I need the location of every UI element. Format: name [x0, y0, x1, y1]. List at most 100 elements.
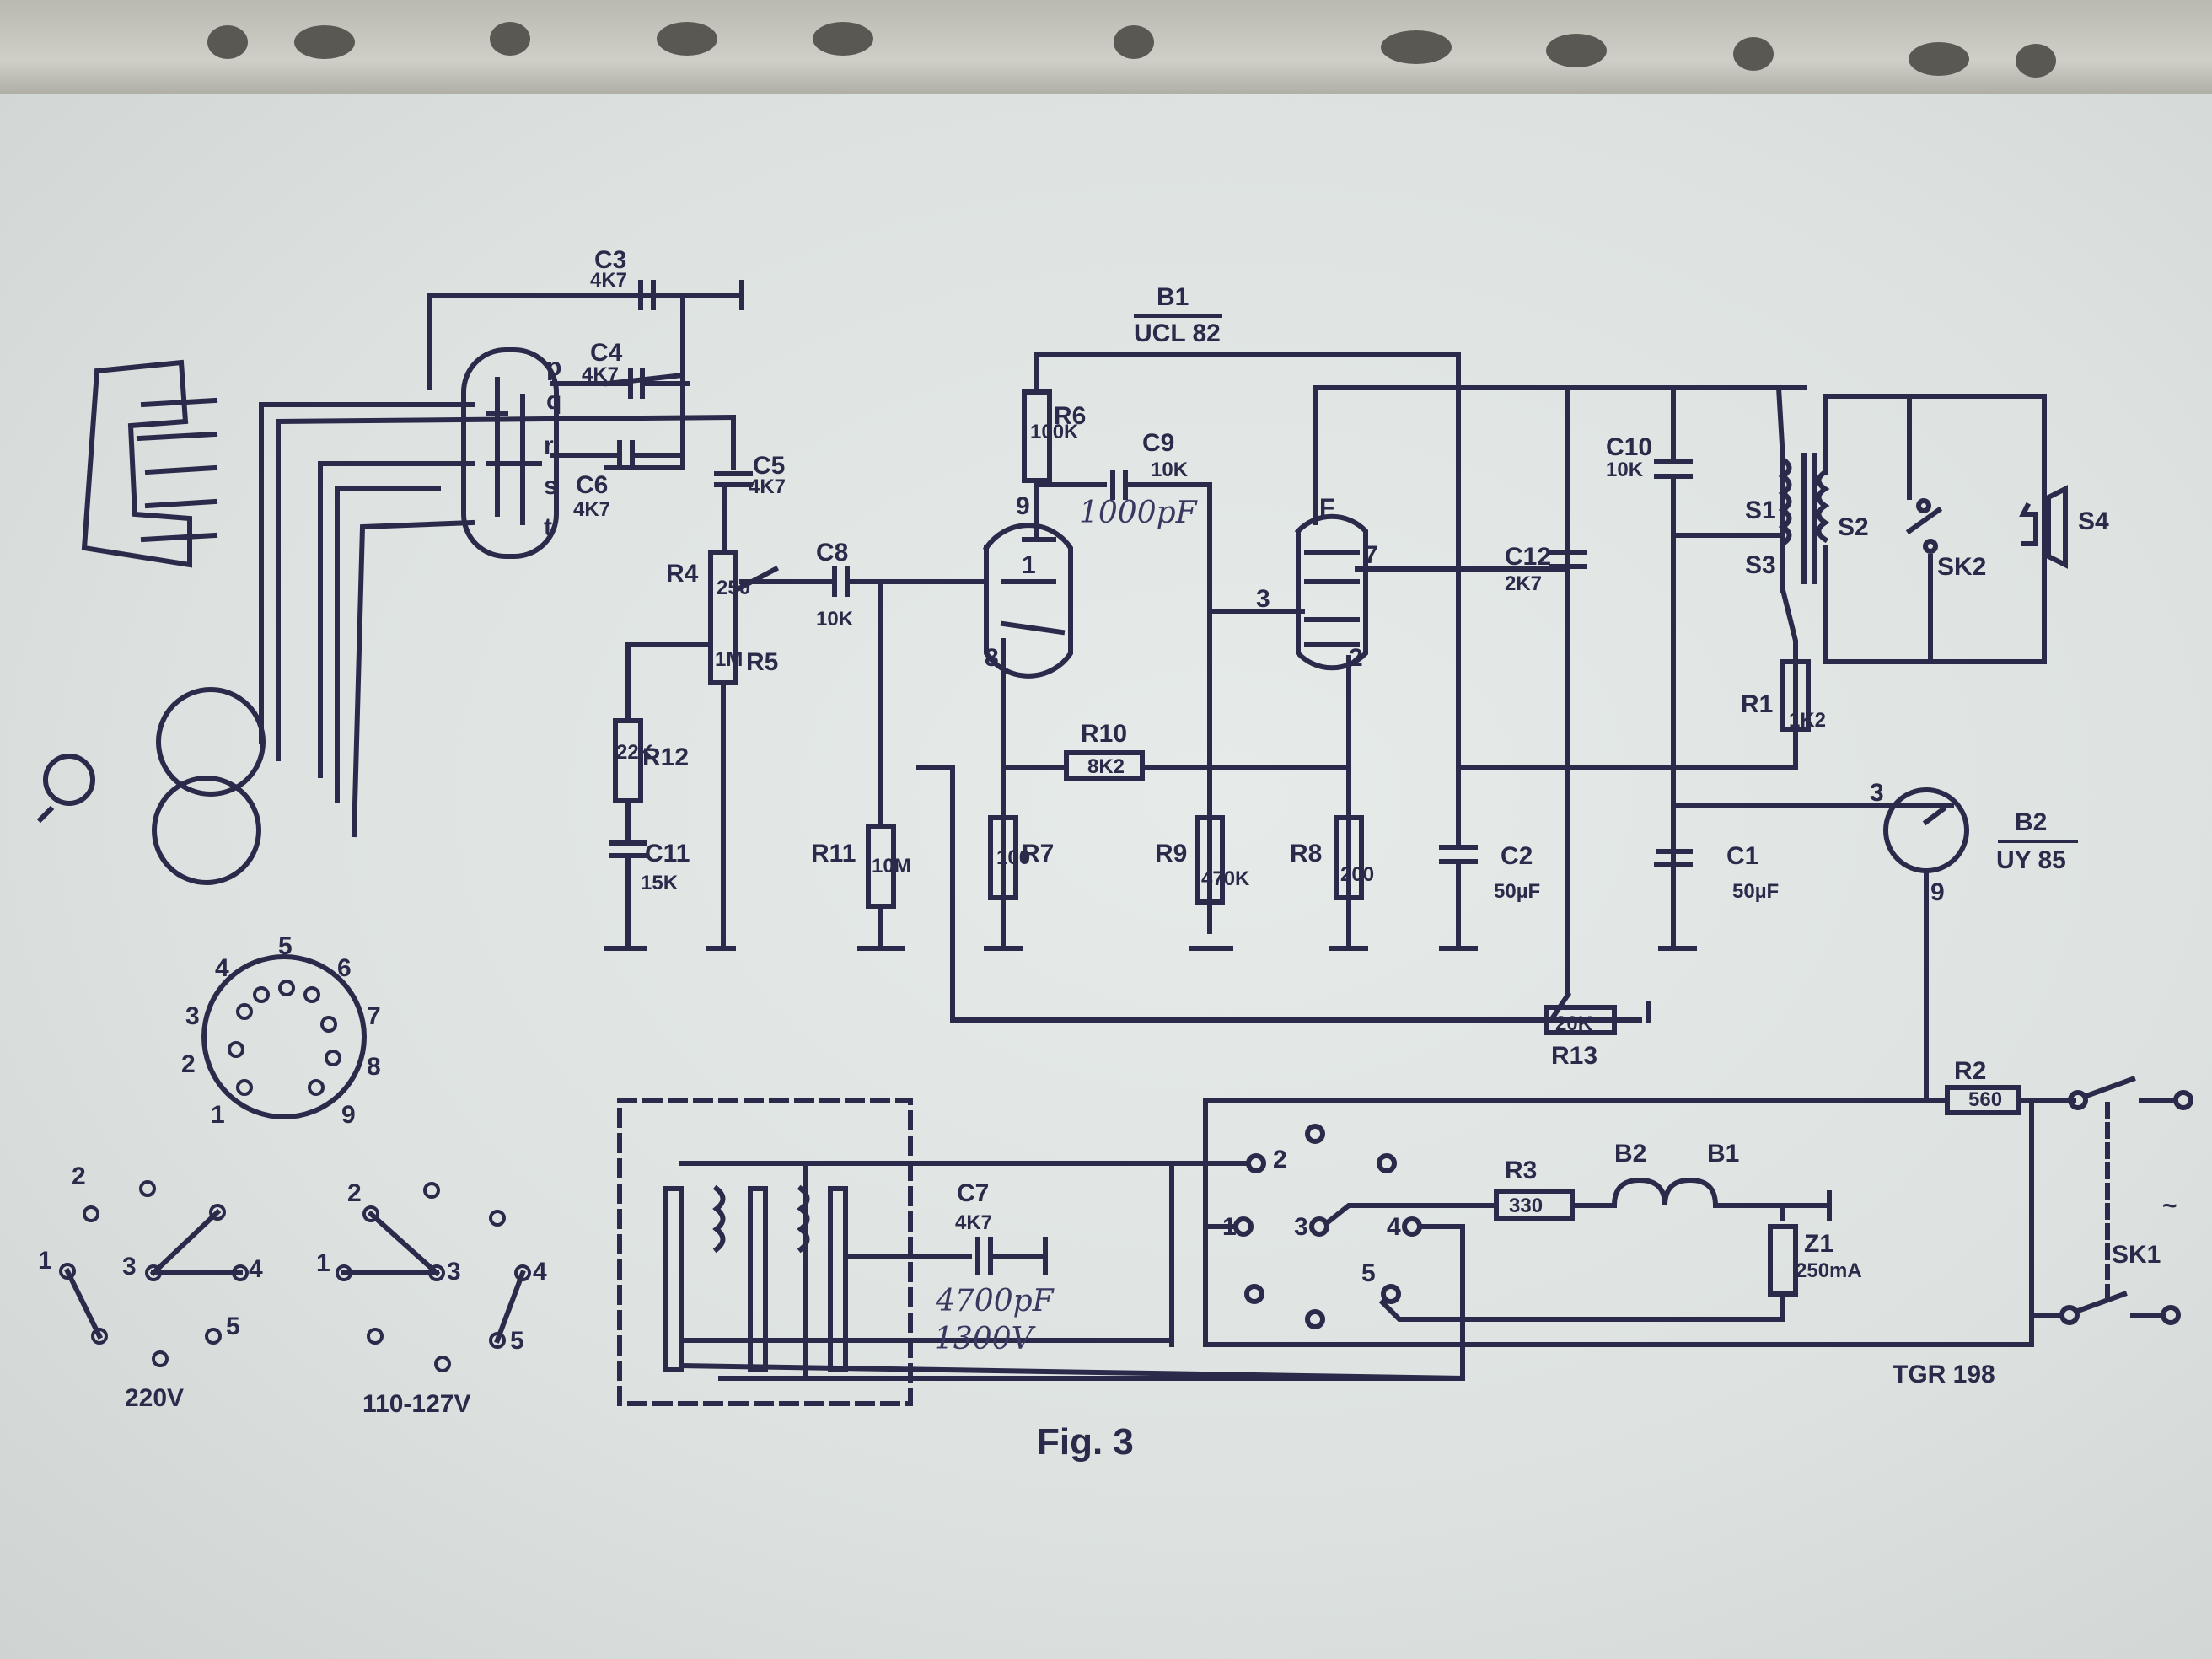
socket-pin-7: 7 — [367, 1002, 381, 1030]
c9-value: 10K — [1151, 459, 1189, 481]
sel-pin-2: 2 — [1273, 1146, 1287, 1173]
c2-label: C2 — [1501, 842, 1533, 870]
b1p-pin-plate: 7 — [1364, 541, 1378, 569]
r12-value: 22K — [616, 741, 654, 764]
c7-label: C7 — [957, 1179, 989, 1207]
r13-label: R13 — [1551, 1042, 1597, 1070]
r1-value: 1K2 — [1789, 709, 1826, 732]
socket-pin-2: 2 — [181, 1050, 196, 1078]
s1-label: S1 — [1745, 497, 1776, 524]
socket-pin-3: 3 — [185, 1002, 200, 1030]
sheet-protector-top — [0, 0, 2212, 101]
drawing-code: TGR 198 — [1893, 1361, 1995, 1388]
output-transformer — [1775, 384, 2068, 732]
r7-label: R7 — [1022, 840, 1054, 867]
r13-value: 20K — [1555, 1012, 1593, 1035]
c5-value: 4K7 — [749, 475, 786, 498]
punch-holes — [207, 22, 2056, 78]
socket-pin-8: 8 — [367, 1053, 381, 1081]
sel110-pin-5: 5 — [510, 1327, 524, 1355]
preamp-stage — [773, 352, 1461, 951]
b2-name: B2 — [2015, 808, 2047, 836]
selector-220v — [59, 1180, 249, 1367]
b1p-pin-cathode: 2 — [1349, 644, 1363, 672]
rectifier-tube — [1873, 787, 1969, 1103]
c1-label: C1 — [1726, 842, 1758, 870]
sk2-label: SK2 — [1937, 553, 1986, 581]
socket-pin-1: 1 — [211, 1101, 225, 1129]
r2-value: 560 — [1968, 1088, 2002, 1111]
sel220-pin-2: 2 — [72, 1162, 86, 1190]
r6-value: 100K — [1030, 421, 1079, 443]
c4-value: 4K7 — [582, 363, 619, 386]
c1-value: 50µF — [1732, 880, 1779, 903]
b1p-pin-grid: 3 — [1256, 585, 1270, 613]
selector-and-filaments — [718, 1124, 1832, 1381]
r4-value: 250 — [717, 577, 750, 599]
z1-label: Z1 — [1804, 1230, 1833, 1258]
tube-socket-pinout — [201, 954, 367, 1119]
selector-110v — [336, 1182, 531, 1372]
s2-label: S2 — [1838, 513, 1869, 541]
s3-label: S3 — [1745, 551, 1776, 579]
r4-label: R4 — [666, 560, 699, 588]
b2-pin-anode: 3 — [1870, 779, 1884, 807]
sel-pin-3: 3 — [1294, 1213, 1308, 1241]
sel-pin-4: 4 — [1387, 1213, 1401, 1241]
socket-pin-6: 6 — [337, 954, 352, 982]
c11-value: 15K — [641, 872, 679, 894]
r12-label: R12 — [642, 744, 689, 771]
r8-label: R8 — [1290, 840, 1322, 867]
c3-value: 4K7 — [590, 269, 627, 292]
c10-label: C10 — [1606, 433, 1652, 461]
r6-label: R6 — [1054, 402, 1086, 430]
switch-wafer — [461, 347, 559, 559]
b2-type: UY 85 — [1996, 846, 2066, 874]
c4-label: C4 — [590, 339, 623, 367]
r3-label: R3 — [1505, 1157, 1537, 1184]
pickup-arm-circle — [43, 754, 95, 806]
r10-value: 8K2 — [1087, 755, 1125, 778]
r9-value: 470K — [1201, 867, 1250, 890]
figure-caption: Fig. 3 — [1037, 1421, 1134, 1463]
b1-name: B1 — [1157, 283, 1189, 311]
c7-handwritten-cap: 4700pF — [935, 1284, 1055, 1318]
c7-handwritten-voltage: 1300V — [934, 1322, 1037, 1356]
c6-value: 4K7 — [573, 498, 610, 521]
sel110-pin-1: 1 — [316, 1249, 330, 1277]
r3-value: 330 — [1509, 1195, 1543, 1217]
capacitors-c3-c4-c6 — [427, 280, 744, 470]
sk1-label: SK1 — [2112, 1241, 2161, 1269]
r10-label: R10 — [1081, 720, 1127, 748]
mains-wiring — [1203, 1076, 2193, 1347]
r9-label: R9 — [1155, 840, 1187, 867]
supply-capacitors — [916, 385, 1946, 1035]
z1-value: 250mA — [1796, 1259, 1862, 1282]
socket-pin-9: 9 — [341, 1101, 356, 1129]
b2-filament: B2 — [1614, 1140, 1646, 1168]
pin-r: r — [544, 432, 554, 459]
socket-pin-4: 4 — [215, 954, 229, 982]
switch-contacts — [486, 377, 542, 525]
c7-value: 4K7 — [955, 1211, 992, 1234]
pin-q: q — [546, 387, 561, 415]
c8-value: 10K — [816, 608, 854, 631]
c12-label: C12 — [1505, 543, 1551, 571]
sel-pin-5: 5 — [1361, 1259, 1376, 1287]
c3-label: C3 — [594, 246, 626, 274]
tape-head-coils — [36, 687, 266, 885]
sel110-pin-4: 4 — [533, 1258, 547, 1286]
sel220-pin-5: 5 — [226, 1313, 240, 1340]
pickup-head — [81, 359, 218, 568]
c9-label: C9 — [1142, 429, 1174, 457]
b2-pin-cathode: 9 — [1930, 878, 1945, 906]
c10-value: 10K — [1606, 459, 1644, 481]
sel220-pin-1: 1 — [38, 1247, 52, 1275]
r2-label: R2 — [1954, 1057, 1986, 1085]
c6-label: C6 — [576, 471, 608, 499]
r11-value: 10M — [872, 855, 911, 878]
b1-type: UCL 82 — [1134, 319, 1221, 347]
b1-pin-grid: 1 — [1022, 551, 1036, 579]
c12-value: 2K7 — [1505, 572, 1542, 595]
